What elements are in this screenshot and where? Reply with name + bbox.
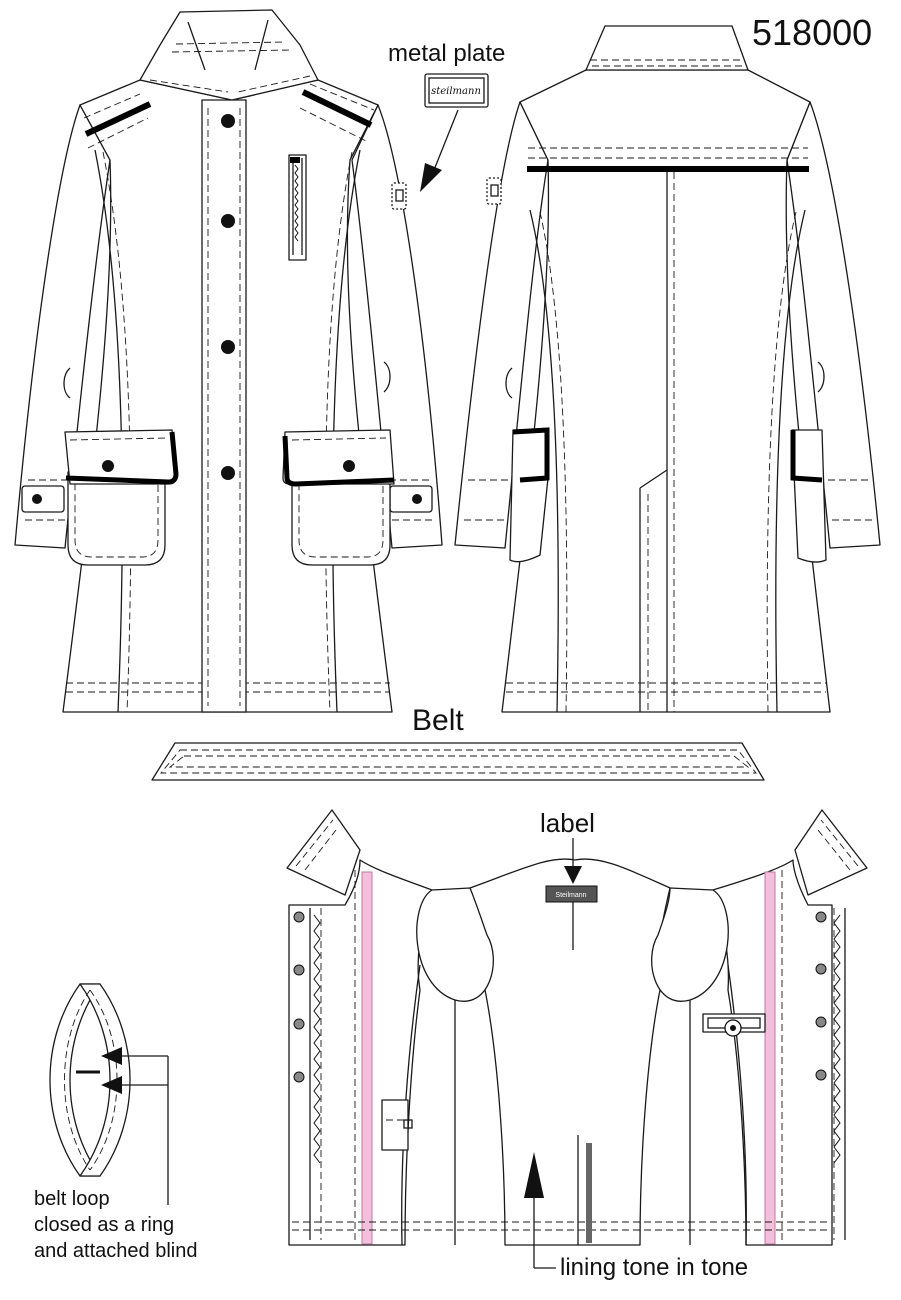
left-sleeve-tab (21, 485, 65, 513)
inside-back-lining (469, 858, 671, 1246)
belt-diagram (151, 742, 765, 781)
front-view (14, 9, 443, 713)
front-placket (201, 99, 247, 713)
style-number: 518000 (752, 12, 873, 53)
belt-loop-detail (49, 983, 169, 1205)
back-right-sleeve (786, 101, 881, 549)
back-body (501, 69, 831, 713)
back-collar (585, 25, 749, 71)
sleeve-metal-plate (391, 182, 407, 210)
back-sleeve-metal-plate (486, 177, 502, 205)
belt-shape (151, 742, 765, 781)
placket-button (221, 214, 235, 228)
belt-label: Belt (412, 704, 464, 737)
back-right-pocket (791, 429, 827, 563)
metal-plate-callout: steilmann (420, 73, 489, 192)
metal-plate-brand: steilmann (431, 86, 481, 97)
inside-lining-view: Steilmann (286, 809, 868, 1269)
belt-loop-text-line-2: closed as a ring (34, 1214, 175, 1236)
back-left-pocket (509, 429, 549, 563)
front-right-pocket-bag (291, 474, 391, 566)
left-shoulder-trim (84, 101, 152, 137)
chest-zip-pocket (288, 154, 307, 261)
front-left-sleeve (14, 104, 111, 549)
belt-loop-text-line-1: belt loop (34, 1188, 110, 1210)
brand-label-text: Steilmann (555, 892, 586, 899)
left-armhole (416, 887, 494, 1002)
right-facing-strip (764, 871, 776, 1245)
placket-button (221, 114, 235, 128)
front-right-pocket-flap (282, 429, 395, 485)
front-left-pocket-bag (67, 471, 166, 566)
label-callout: label (540, 808, 595, 838)
front-collar (139, 9, 319, 101)
belt-loop-text-line-3: and attached blind (34, 1240, 198, 1262)
metal-plate-sample (424, 73, 489, 108)
metal-plate-callout-label: metal plate (388, 40, 506, 67)
right-armhole (651, 887, 729, 1002)
right-shoulder-trim (301, 89, 373, 128)
brand-label (545, 885, 598, 903)
placket-button (221, 466, 235, 480)
lining-tape (586, 1143, 592, 1243)
back-view (454, 25, 881, 713)
left-facing-strip (361, 871, 373, 1245)
right-sleeve-tab (389, 485, 433, 513)
placket-button (221, 340, 235, 354)
lining-callout: lining tone in tone (560, 1254, 749, 1281)
